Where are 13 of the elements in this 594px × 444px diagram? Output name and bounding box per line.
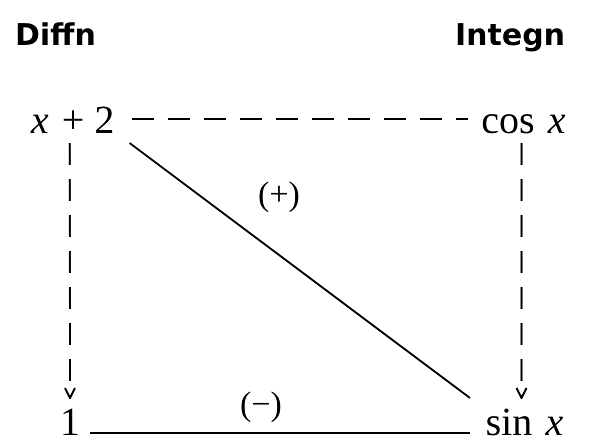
arrow	[64, 143, 76, 399]
connector-line	[128, 142, 471, 399]
edge-label: (−)	[240, 388, 282, 422]
math-term: sin x	[470, 398, 582, 444]
column-heading: Diffn	[15, 18, 96, 53]
edge-label: (+)	[258, 178, 300, 212]
arrow	[516, 143, 528, 399]
math-term: cos x	[468, 95, 582, 143]
connector-line	[132, 118, 468, 120]
math-term: x + 2	[10, 95, 132, 143]
connector-line	[90, 432, 470, 434]
math-term: 1	[50, 398, 90, 444]
column-heading: Integn	[455, 18, 566, 53]
